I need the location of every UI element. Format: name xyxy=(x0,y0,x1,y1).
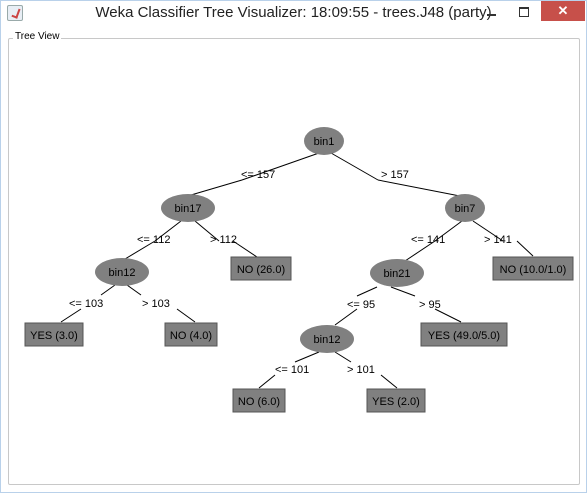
node-bin21-label: bin21 xyxy=(384,268,411,280)
title-bar[interactable]: Weka Classifier Tree Visualizer: 18:09:5… xyxy=(1,1,586,27)
tree-edges xyxy=(60,152,534,389)
leaf-no-26[interactable]: NO (26.0) xyxy=(230,256,292,281)
edge-root-left-top xyxy=(241,152,320,181)
edge-bin12b-left-top xyxy=(294,351,320,363)
edge-label-bin12b-le: <= 101 xyxy=(275,364,309,376)
edge-bin17-left-bottom xyxy=(124,240,156,260)
minimize-button[interactable] xyxy=(477,1,505,21)
edge-bin12b-right-bottom xyxy=(380,374,398,389)
leaf-no-10-label: NO (10.0/1.0) xyxy=(500,264,567,276)
edge-root-right-bottom xyxy=(377,179,466,198)
edge-label-root-le: <= 157 xyxy=(241,169,275,181)
edge-bin12b-right-top xyxy=(334,351,352,363)
edge-bin21-right-top xyxy=(390,286,416,297)
edge-labels: <= 157 > 157 <= 112 > 112 <= 141 > 141 <… xyxy=(69,169,512,376)
node-root[interactable]: bin1 xyxy=(304,127,344,155)
node-root-label: bin1 xyxy=(314,136,335,148)
tree-canvas[interactable]: <= 157 > 157 <= 112 > 112 <= 141 > 141 <… xyxy=(5,29,582,488)
node-bin12b-label: bin12 xyxy=(314,334,341,346)
window-title: Weka Classifier Tree Visualizer: 18:09:5… xyxy=(95,4,492,21)
edge-bin17-left-top xyxy=(154,220,182,242)
edge-bin12-right-bottom xyxy=(176,308,196,323)
edge-label-bin17-gt: > 112 xyxy=(210,234,237,246)
leaf-yes-2[interactable]: YES (2.0) xyxy=(366,388,426,413)
edge-label-bin12-le: <= 103 xyxy=(69,298,103,310)
leaf-yes-3[interactable]: YES (3.0) xyxy=(24,322,84,347)
leaf-no-4-label: NO (4.0) xyxy=(170,330,212,342)
edge-root-right-top xyxy=(330,152,379,181)
edge-label-bin12b-gt: > 101 xyxy=(347,364,375,376)
edge-label-bin12-gt: > 103 xyxy=(142,298,170,310)
leaf-yes-3-label: YES (3.0) xyxy=(30,330,78,342)
minimize-icon xyxy=(486,13,496,16)
edge-bin7-left-top xyxy=(434,220,463,242)
tree-view-label: Tree View xyxy=(13,31,62,42)
edge-bin12-left-bottom xyxy=(60,308,82,323)
node-bin7[interactable]: bin7 xyxy=(445,194,485,222)
node-bin12[interactable]: bin12 xyxy=(95,258,149,286)
edge-bin7-right-top xyxy=(472,220,504,242)
node-bin12b[interactable]: bin12 xyxy=(300,325,354,353)
close-button[interactable]: ✕ xyxy=(541,1,585,21)
leaf-no-10[interactable]: NO (10.0/1.0) xyxy=(492,256,574,281)
edge-bin7-left-bottom xyxy=(404,240,436,262)
edge-bin7-right-bottom xyxy=(516,240,534,257)
java-app-icon[interactable] xyxy=(7,5,23,21)
maximize-button[interactable] xyxy=(510,1,538,21)
edge-bin12-left-top xyxy=(100,284,116,296)
tree-view-group xyxy=(8,38,580,485)
tree-view-panel[interactable]: Tree View xyxy=(5,29,582,488)
edge-bin17-right-top xyxy=(194,220,220,242)
leaf-yes-49[interactable]: YES (49.0/5.0) xyxy=(420,322,508,347)
edge-bin21-left-top xyxy=(356,286,378,297)
edge-label-bin7-gt: > 141 xyxy=(484,234,512,246)
edge-bin12b-left-bottom xyxy=(258,374,276,389)
node-bin12-label: bin12 xyxy=(109,267,136,279)
edge-label-root-gt: > 157 xyxy=(381,169,409,181)
leaf-no-26-label: NO (26.0) xyxy=(237,264,285,276)
node-bin17-label: bin17 xyxy=(175,203,202,215)
edge-label-bin17-le: <= 112 xyxy=(137,234,170,246)
leaf-yes-2-label: YES (2.0) xyxy=(372,396,420,408)
node-bin17[interactable]: bin17 xyxy=(161,194,215,222)
edge-label-bin7-le: <= 141 xyxy=(411,234,445,246)
edge-label-bin21-gt: > 95 xyxy=(419,299,441,311)
leaf-no-4[interactable]: NO (4.0) xyxy=(164,322,218,347)
maximize-icon xyxy=(519,6,529,17)
leaf-no-6[interactable]: NO (6.0) xyxy=(232,388,286,413)
edge-bin12-right-top xyxy=(126,284,142,296)
edge-bin21-left-bottom xyxy=(334,308,358,326)
node-bin7-label: bin7 xyxy=(455,203,476,215)
edge-bin21-right-bottom xyxy=(434,308,462,323)
edge-root-left-bottom xyxy=(190,179,243,196)
leaf-yes-49-label: YES (49.0/5.0) xyxy=(428,330,500,342)
node-bin21[interactable]: bin21 xyxy=(370,259,424,287)
edge-label-bin21-le: <= 95 xyxy=(347,299,375,311)
edge-bin17-right-bottom xyxy=(232,240,258,258)
leaf-no-6-label: NO (6.0) xyxy=(238,396,280,408)
